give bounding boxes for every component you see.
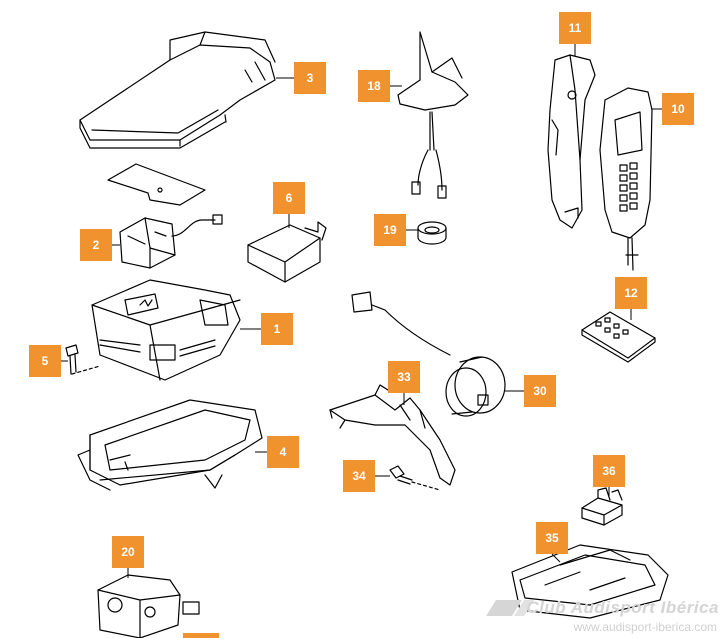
part-5-bolt — [65, 344, 101, 375]
callout-18[interactable]: 18 — [358, 70, 390, 102]
callout-10[interactable]: 10 — [662, 93, 694, 125]
part-35-frame — [511, 544, 669, 619]
part-10-handset — [599, 87, 653, 271]
callout-6[interactable]: 6 — [273, 182, 305, 214]
callout-33[interactable]: 33 — [388, 361, 420, 393]
part-18-antenna — [397, 31, 469, 199]
part-3-cover — [79, 31, 276, 149]
part-1-main-unit — [91, 279, 241, 381]
part-3-plate — [107, 163, 206, 206]
part-34-screw — [389, 465, 441, 491]
callout-5[interactable]: 5 — [29, 345, 61, 377]
callout-30[interactable]: 30 — [524, 375, 556, 407]
watermark-logo — [486, 600, 534, 616]
part-11-cradle — [547, 54, 596, 229]
part-19-nut — [417, 221, 447, 245]
callout-36[interactable]: 36 — [593, 455, 625, 487]
watermark-title: Club Audisport Ibérica — [526, 598, 719, 617]
callout-3[interactable]: 3 — [294, 62, 326, 94]
callout-1[interactable]: 1 — [261, 313, 293, 345]
callout-4[interactable]: 4 — [267, 436, 299, 468]
callout-34[interactable]: 34 — [343, 460, 375, 492]
part-20-switch — [97, 574, 200, 638]
callout-19[interactable]: 19 — [374, 214, 406, 246]
callout-20[interactable]: 20 — [112, 536, 144, 568]
part-30-speaker — [351, 291, 506, 417]
part-4-tray — [77, 399, 263, 491]
callout-12[interactable]: 12 — [615, 277, 647, 309]
callout-2[interactable]: 2 — [80, 229, 112, 261]
watermark-url: www.audisport-iberica.com — [573, 620, 717, 634]
part-36-relay — [581, 487, 623, 526]
callout-35[interactable]: 35 — [536, 522, 568, 554]
callout-partial — [183, 633, 219, 638]
callout-11[interactable]: 11 — [559, 12, 591, 44]
part-33-bracket — [329, 384, 456, 486]
part-2-relay — [119, 214, 223, 269]
part-6-module — [247, 221, 327, 283]
part-12-keypad — [581, 311, 656, 363]
